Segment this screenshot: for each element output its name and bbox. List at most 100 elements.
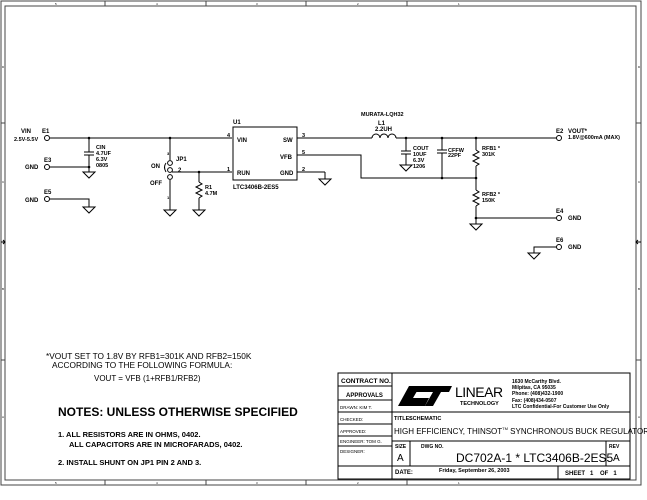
lt-logo-mark-l bbox=[398, 386, 429, 406]
terminal-e3[interactable]: GND E3 bbox=[25, 158, 52, 171]
col-label: 3 bbox=[256, 481, 258, 485]
trademark: TM bbox=[502, 426, 508, 431]
ic-u1[interactable]: U1 LTC3406B-2ES5 VIN RUN SW VFB GND 4 1 … bbox=[227, 120, 305, 191]
notes: *VOUT SET TO 1.8V BY RFB1=301K AND RFB2=… bbox=[46, 351, 298, 467]
cin-package: 0805 bbox=[96, 163, 108, 169]
e3-gnd-label: GND bbox=[25, 165, 39, 171]
wire-vfb bbox=[297, 154, 476, 179]
jp1-pin2: 2 bbox=[178, 168, 182, 174]
e5-ref: E5 bbox=[44, 190, 52, 196]
u1-pin-vfb: VFB bbox=[280, 155, 293, 161]
engineer-label: ENGINEER: TOM G. bbox=[340, 439, 382, 444]
col-label: 5 bbox=[55, 481, 57, 485]
jp1-on: ON bbox=[151, 164, 160, 170]
vout-spec: 1.8V@600mA (MAX) bbox=[568, 135, 620, 141]
col-label: 2 bbox=[357, 481, 359, 485]
designer-label: DESIGNER: bbox=[340, 449, 365, 454]
row-label: D bbox=[2, 65, 5, 69]
dwg-no-label: DWG NO. bbox=[421, 444, 444, 450]
wire-gnd-e5 bbox=[50, 198, 90, 207]
terminal-e2-pad[interactable] bbox=[556, 135, 562, 141]
vin-label: VIN bbox=[21, 129, 31, 135]
jp1-ref: JP1 bbox=[176, 157, 187, 163]
terminal-e2[interactable]: E2 VOUT* 1.8V@600mA (MAX) bbox=[556, 129, 620, 141]
contract-no-label: CONTRACT NO. bbox=[341, 378, 391, 385]
rfb1-value: 301K bbox=[482, 152, 495, 158]
lt-logo-mark-t bbox=[415, 386, 452, 406]
row-label: A bbox=[638, 415, 640, 419]
size-value: A bbox=[397, 453, 404, 464]
terminal-e1-pad[interactable] bbox=[44, 135, 50, 141]
col-label: 4 bbox=[156, 2, 158, 6]
vout-label: VOUT* bbox=[568, 129, 588, 135]
inductor-l1: MURATA-LQH32 L1 2.2UH bbox=[361, 112, 404, 139]
u1-ref: U1 bbox=[233, 120, 241, 126]
jp1-pin1: 1 bbox=[167, 195, 170, 200]
date-value: Friday, September 26, 2003 bbox=[439, 468, 510, 474]
col-label: 4 bbox=[156, 481, 158, 485]
size-label: SIZE bbox=[395, 444, 407, 450]
cffw-value: 22PF bbox=[448, 153, 462, 159]
jumper-jp1[interactable]: JP1 ON OFF 2 1 3 bbox=[150, 138, 187, 210]
wire-gnd-e6 bbox=[533, 246, 556, 253]
vout-note-line2: ACCORDING TO THE FOLLOWING FORMULA: bbox=[52, 360, 232, 370]
checked-label: CHECKED: bbox=[340, 417, 363, 422]
resistor-rfb2: RFB2 * 150K bbox=[471, 178, 501, 221]
row-markers: D C B A D C B A bbox=[1, 65, 641, 419]
note-2: 2. INSTALL SHUNT ON JP1 PIN 2 AND 3. bbox=[58, 458, 201, 467]
u1-pin-num: 2 bbox=[302, 167, 305, 173]
e4-gnd-label: GND bbox=[568, 216, 582, 222]
e4-ref: E4 bbox=[556, 209, 564, 215]
e6-gnd-label: GND bbox=[568, 245, 582, 251]
drawing-title-a: HIGH EFFICIENCY, THINSOT bbox=[394, 427, 502, 436]
u1-pin-run: RUN bbox=[237, 171, 250, 177]
r1-ref: R1 bbox=[205, 185, 212, 191]
junction bbox=[440, 176, 444, 180]
logo-text: LINEAR bbox=[455, 384, 503, 400]
terminal-e5[interactable]: GND E5 bbox=[25, 190, 52, 204]
drawing-title: HIGH EFFICIENCY, THINSOTTM SYNCHRONOUS B… bbox=[394, 426, 647, 436]
ground-icon bbox=[398, 164, 414, 172]
title-block: CONTRACT NO. APPROVALS DRAWN: KIM T. CHE… bbox=[337, 372, 647, 480]
ground-icon bbox=[317, 178, 333, 186]
notes-heading: NOTES: UNLESS OTHERWISE SPECIFIED bbox=[58, 405, 298, 419]
col-label: 1 bbox=[458, 2, 460, 6]
terminal-e5-pad[interactable] bbox=[44, 196, 50, 202]
terminal-e6[interactable]: E6 GND bbox=[556, 238, 582, 251]
col-label: 5 bbox=[55, 2, 57, 6]
cout-voltage: 6.3V bbox=[413, 158, 425, 164]
cin-value: 4.7UF bbox=[96, 151, 112, 157]
rev-value: A bbox=[613, 453, 620, 464]
sheet-number: SHEET 1 OF 1 bbox=[565, 471, 617, 477]
terminal-e6-pad[interactable] bbox=[556, 244, 562, 250]
e1-ref: E1 bbox=[42, 129, 50, 135]
u1-pin-num: 4 bbox=[227, 133, 231, 139]
inner-border bbox=[4, 5, 637, 481]
terminal-e3-pad[interactable] bbox=[44, 164, 50, 170]
rfb2-ref: RFB2 * bbox=[482, 192, 501, 198]
terminal-e4-pad[interactable] bbox=[556, 215, 562, 221]
ground-icon bbox=[81, 171, 97, 179]
cin-ref: CIN bbox=[96, 145, 106, 151]
l1-part: MURATA-LQH32 bbox=[361, 112, 404, 118]
drawing-title-b: SYNCHRONOUS BUCK REGULATOR bbox=[508, 427, 647, 436]
u1-body[interactable] bbox=[232, 126, 298, 181]
date-label: DATE: bbox=[395, 470, 413, 476]
approved-label: APPROVED: bbox=[340, 429, 366, 434]
address-line1: 1630 McCarthy Blvd. bbox=[512, 379, 562, 385]
rfb1-ref: RFB1 * bbox=[482, 146, 501, 152]
u1-pin-num: 3 bbox=[302, 133, 305, 139]
jp1-pin3: 3 bbox=[167, 151, 170, 156]
cout-package: 1206 bbox=[413, 164, 425, 170]
u1-pin-sw: SW bbox=[283, 138, 293, 144]
u1-part: LTC3406B-2ES5 bbox=[233, 185, 279, 191]
drawn-label: DRAWN: KIM T. bbox=[340, 405, 372, 410]
col-label: 3 bbox=[256, 2, 258, 6]
row-label: D bbox=[638, 65, 641, 69]
terminal-e1[interactable]: VIN E1 2.5V-5.5V bbox=[14, 129, 50, 143]
cout-ref: COUT bbox=[413, 146, 429, 152]
terminal-e4[interactable]: E4 GND bbox=[556, 209, 582, 222]
e2-ref: E2 bbox=[556, 129, 564, 135]
ground-icon bbox=[162, 209, 178, 217]
